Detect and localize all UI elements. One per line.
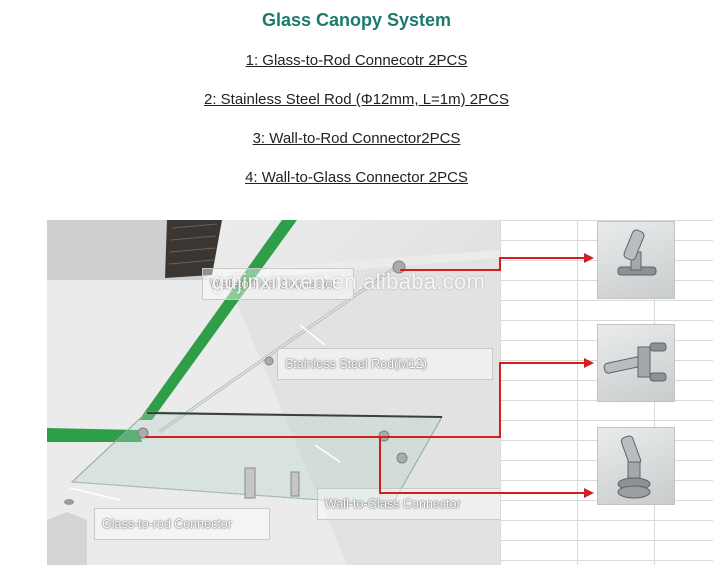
thumbnail-glass-to-rod-connector — [597, 324, 675, 402]
thumbnail-wall-to-rod-connector — [597, 221, 675, 299]
spec-line-4: 4: Wall-to-Glass Connector 2PCS — [245, 169, 468, 186]
label-wall-to-rod-connector: Wall-to-Rod Connector — [202, 268, 354, 300]
glass-to-rod-connector-icon — [603, 342, 667, 382]
label-stainless-steel-rod: Stainless Steel Rod(M12) — [277, 348, 493, 380]
spec-line-2: 2: Stainless Steel Rod (Φ12mm, L=1m) 2PC… — [203, 91, 509, 108]
page-title: Glass Canopy System — [261, 10, 452, 30]
label-wall-to-glass-connector: Wall-to-Glass Connector — [317, 488, 500, 520]
thumbnail-wall-to-glass-connector — [597, 427, 675, 505]
watermark: gdjinxinxen.en.alibaba.com — [212, 269, 486, 294]
spec-line-1: 1: Glass-to-Rod Connecotr 2PCS — [245, 52, 468, 69]
spec-line-3: 3: Wall-to-Rod Connector2PCS — [252, 130, 461, 147]
label-glass-to-rod-connector: Glass-to-rod Connector — [94, 508, 270, 540]
wall-to-rod-connector-icon — [617, 229, 657, 276]
wall-to-glass-connector-icon — [617, 435, 651, 499]
